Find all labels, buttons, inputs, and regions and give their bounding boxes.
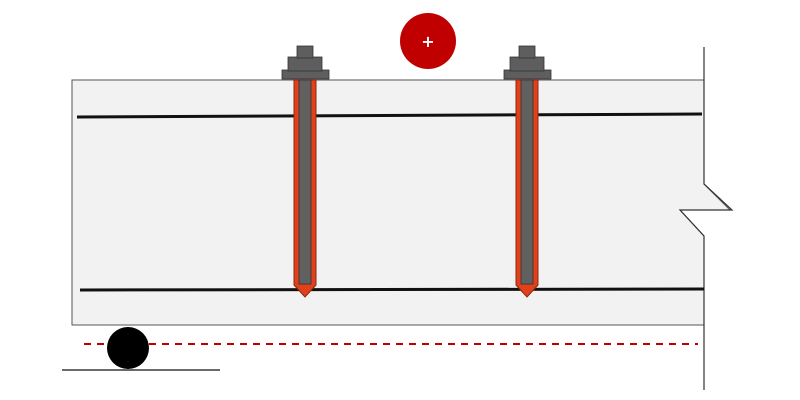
top-rebar	[76, 112, 703, 119]
bottom-rebar	[79, 287, 705, 292]
add-badge-circle[interactable]	[400, 13, 456, 69]
anchor-rod	[298, 79, 312, 285]
rod-tip	[518, 45, 536, 59]
anchor-rod	[520, 79, 534, 285]
break-line	[678, 47, 734, 390]
anchor-left	[281, 45, 330, 298]
roller-support	[107, 327, 149, 369]
nut	[287, 56, 323, 72]
anchor-right	[503, 45, 552, 298]
plus-icon: +	[421, 32, 434, 51]
rod-tip	[296, 45, 314, 59]
add-badge[interactable]: +	[400, 13, 456, 69]
nut	[509, 56, 545, 72]
